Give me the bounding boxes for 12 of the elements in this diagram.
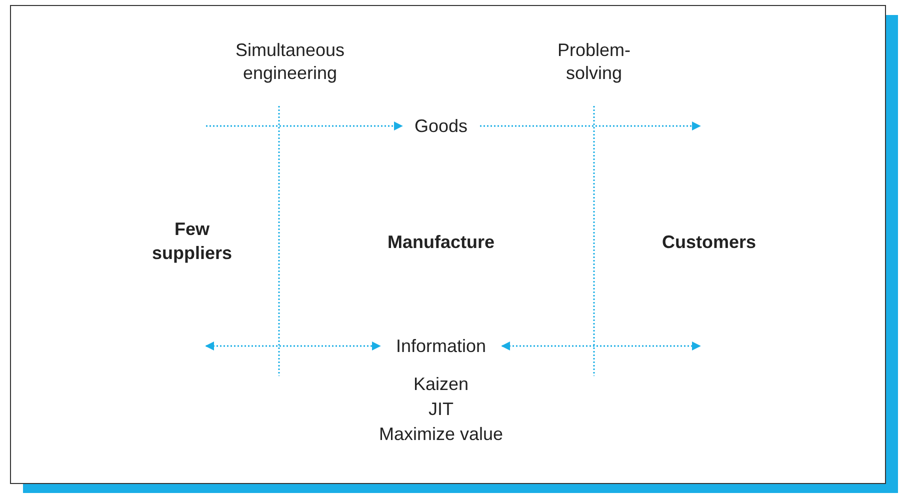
dotted-arrow: [501, 342, 701, 350]
stage-label: Manufacture: [361, 229, 521, 255]
stage-label: Customers: [639, 229, 779, 255]
stage-label: Few suppliers: [140, 216, 244, 266]
dotted-arrow: [480, 122, 701, 130]
practice-label: Problem-solving: [556, 39, 632, 85]
practice-label: Maximize value: [378, 423, 504, 446]
practice-label: Simultaneous engineering: [234, 39, 346, 85]
practice-label: JIT: [428, 398, 454, 421]
dotted-arrow: [205, 342, 381, 350]
practice-label: Kaizen: [412, 373, 470, 396]
dotted-arrow: [206, 122, 403, 130]
